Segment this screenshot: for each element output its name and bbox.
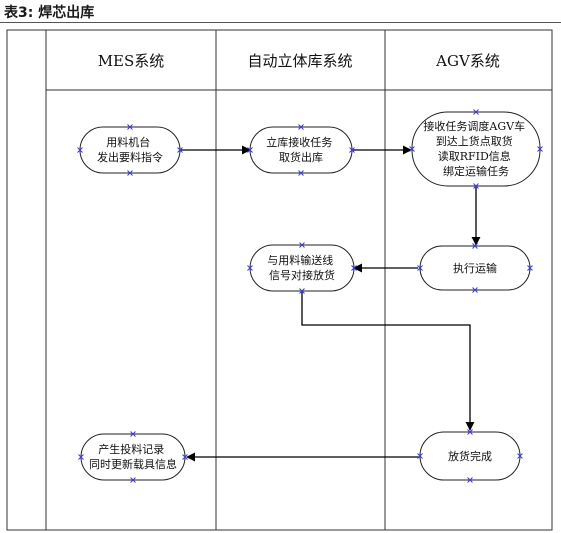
node-n6: 放货完成 xyxy=(419,431,521,481)
node-n6-marker-0 xyxy=(467,429,473,435)
node-n2-marker-3 xyxy=(349,147,355,153)
node-n5-marker-2 xyxy=(247,265,253,271)
node-n6-line-1: 放货完成 xyxy=(448,449,492,463)
node-n1-line-2: 发出要料指令 xyxy=(97,150,163,164)
node-n1-line-1: 用料机台 xyxy=(106,135,150,149)
node-n7-line-1: 产生投料记录 xyxy=(98,442,164,456)
diagram-frame xyxy=(6,29,553,531)
node-n7-shape xyxy=(80,433,186,481)
node-n2-marker-0 xyxy=(298,124,304,130)
node-n5-text: 与用料输送线 信号对接放货 xyxy=(267,253,337,282)
node-n4-marker-2 xyxy=(417,265,423,271)
node-n7-text: 产生投料记录 同时更新载具信息 xyxy=(89,442,177,471)
node-n3-text: 接收任务调度AGV车 到达上货点取货 读取RFID信息 绑定运输任务 xyxy=(423,119,528,178)
node-n3-marker-1 xyxy=(473,183,479,189)
connectors xyxy=(181,145,481,462)
node-n6-marker-3 xyxy=(517,453,523,459)
node-n2-shape xyxy=(249,126,353,174)
node-n3: 接收任务调度AGV车 到达上货点取货 读取RFID信息 绑定运输任务 xyxy=(411,111,541,187)
figure-title: 表3: 焊芯出库 xyxy=(4,2,94,22)
node-n4-marker-3 xyxy=(527,265,533,271)
node-n1-shape xyxy=(79,126,181,174)
node-n4-marker-0 xyxy=(472,243,478,249)
node-n5-shape xyxy=(249,244,355,292)
lane-title-mes: MES系统 xyxy=(98,52,165,70)
node-n7-marker-2 xyxy=(78,454,84,460)
node-n5-line-1: 与用料输送线 xyxy=(267,253,333,267)
node-n1-marker-3 xyxy=(177,147,183,153)
node-n7-line-2: 同时更新载具信息 xyxy=(89,457,177,471)
node-n3-marker-0 xyxy=(473,109,479,115)
node-n6-marker-1 xyxy=(467,477,473,483)
node-n1-text: 用料机台 发出要料指令 xyxy=(97,135,163,164)
node-n1: 用料机台 发出要料指令 xyxy=(79,126,181,174)
node-n2: 立库接收任务 取货出库 xyxy=(249,126,353,174)
node-n6-text: 放货完成 xyxy=(448,449,492,463)
node-n5: 与用料输送线 信号对接放货 xyxy=(249,244,355,292)
connector-n5-n6 xyxy=(301,292,475,431)
lane-title-warehouse: 自动立体库系统 xyxy=(247,52,352,70)
node-n2-marker-1 xyxy=(298,170,304,176)
node-n3-line-1: 接收任务调度AGV车 xyxy=(423,119,525,133)
connection-markers xyxy=(77,109,543,483)
node-n4-marker-1 xyxy=(472,287,478,293)
node-n1-marker-2 xyxy=(77,147,83,153)
figure-title-label: 表3: xyxy=(4,5,34,21)
node-n2-line-2: 取货出库 xyxy=(279,150,323,164)
node-n5-marker-1 xyxy=(299,288,305,294)
lane-title-agv: AGV系统 xyxy=(435,52,500,70)
node-n3-marker-2 xyxy=(409,146,415,152)
node-n4: 执行运输 xyxy=(419,245,531,291)
node-n7: 产生投料记录 同时更新载具信息 xyxy=(80,433,186,481)
node-n2-text: 立库接收任务 取货出库 xyxy=(266,135,336,164)
node-n2-line-1: 立库接收任务 xyxy=(266,135,332,149)
node-n4-line-1: 执行运输 xyxy=(453,261,497,275)
node-n3-line-4: 绑定运输任务 xyxy=(443,164,509,178)
figure-title-bar: 表3: 焊芯出库 xyxy=(0,0,561,24)
node-n5-marker-0 xyxy=(299,242,305,248)
title-rule xyxy=(0,22,561,23)
node-n1-marker-1 xyxy=(127,170,133,176)
node-n1-marker-0 xyxy=(127,124,133,130)
node-n4-text: 执行运输 xyxy=(453,261,497,275)
node-n3-line-2: 到达上货点取货 xyxy=(436,134,513,148)
node-n5-marker-3 xyxy=(351,265,357,271)
node-n5-line-2: 信号对接放货 xyxy=(269,268,335,282)
node-n7-marker-0 xyxy=(130,431,136,437)
node-n7-marker-3 xyxy=(182,454,188,460)
node-n3-marker-3 xyxy=(537,146,543,152)
node-n6-marker-2 xyxy=(417,453,423,459)
figure-title-name: 焊芯出库 xyxy=(38,5,95,21)
node-n2-marker-2 xyxy=(247,147,253,153)
node-n7-marker-1 xyxy=(130,477,136,483)
node-n3-line-3: 读取RFID信息 xyxy=(438,149,511,163)
